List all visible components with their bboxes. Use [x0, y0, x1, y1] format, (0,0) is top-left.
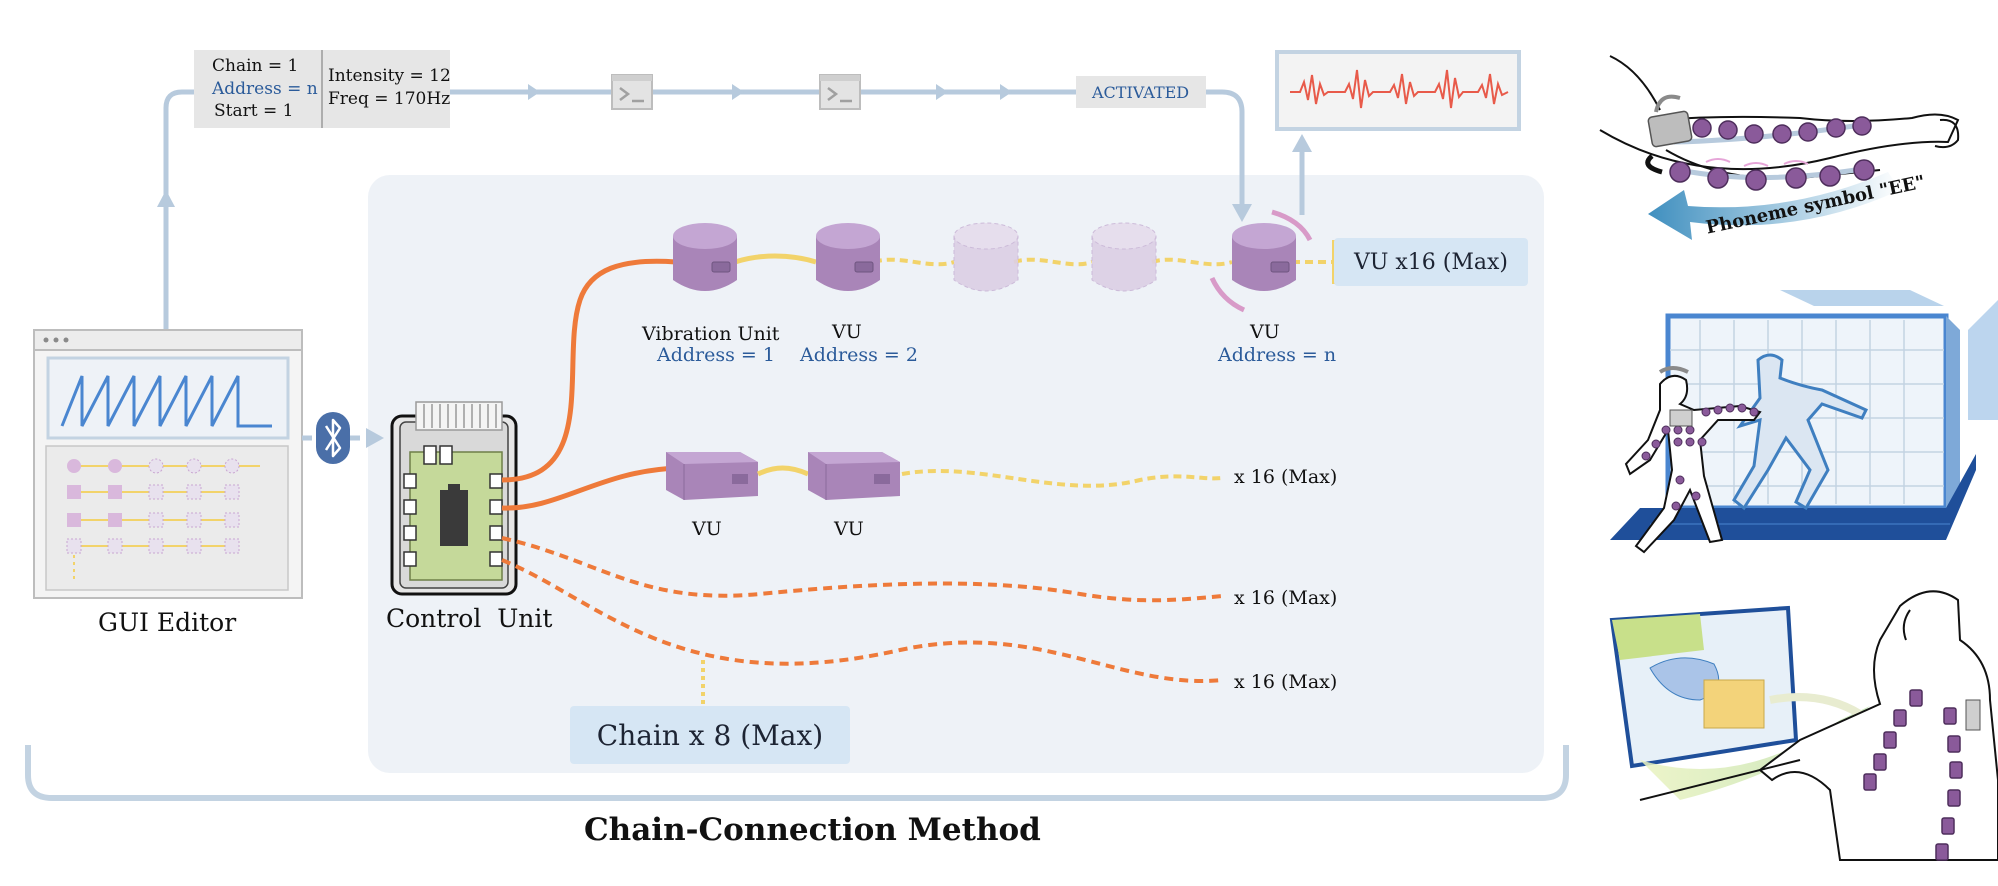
vu-2-address: Address = 2	[800, 344, 918, 366]
chain-2-count: x 16 (Max)	[1234, 466, 1338, 488]
bottom-bracket	[25, 745, 1569, 801]
vu-row2-1-label: VU	[692, 518, 722, 540]
chain-1-wire	[501, 258, 677, 483]
waveform-icon	[1275, 50, 1521, 131]
chain-4-count: x 16 (Max)	[1234, 671, 1338, 693]
vu-box	[666, 452, 758, 500]
vu-2-title: VU	[832, 321, 862, 343]
activated-label: ACTIVATED	[1092, 83, 1190, 102]
vu-puck-ghost	[953, 222, 1019, 292]
control-unit-label: Control Unit	[386, 604, 553, 633]
packet-chain: Chain = 1	[212, 56, 299, 76]
vu-n-address: Address = n	[1218, 344, 1337, 366]
vu-box	[808, 452, 900, 500]
vu-1-title: Vibration Unit	[642, 323, 780, 345]
packet-address: Address = n	[212, 79, 318, 99]
packet-start: Start = 1	[214, 101, 294, 121]
vu-row2-2-label: VU	[834, 518, 864, 540]
flow-arrow-up	[157, 190, 175, 207]
flow-line-top	[163, 89, 1245, 345]
arm-illustration	[1599, 55, 1960, 240]
vu-1-address: Address = 1	[657, 344, 775, 366]
gui-editor-window	[33, 329, 303, 599]
chain-3-count: x 16 (Max)	[1234, 587, 1338, 609]
chain-2-wire	[501, 465, 681, 511]
chain-4-wire	[501, 558, 1223, 683]
chain-max-tag: Chain x 8 (Max)	[570, 706, 850, 764]
terminal-icon	[611, 74, 653, 110]
vr-illustration	[1609, 590, 1998, 861]
bluetooth-icon	[316, 412, 350, 464]
vu-max-tag: VU x16 (Max)	[1334, 238, 1528, 286]
gui-editor-label: GUI Editor	[98, 608, 237, 637]
flow-chevrons	[528, 84, 1012, 100]
vu-n-title: VU	[1250, 321, 1280, 343]
dance-illustration	[1610, 290, 1998, 554]
terminal-icon	[819, 74, 861, 110]
flow-arrow-down	[1232, 204, 1252, 222]
system-panel	[368, 175, 1544, 773]
packet-intensity: Intensity = 12	[328, 66, 451, 86]
vu-puck-ghost	[1091, 222, 1157, 292]
activated-box	[1076, 76, 1206, 108]
main-title: Chain-Connection Method	[584, 812, 1041, 848]
packet-freq: Freq = 170Hz	[328, 89, 451, 109]
control-unit	[390, 401, 518, 596]
vu-puck	[816, 223, 880, 291]
vu-puck-active	[1209, 209, 1313, 313]
vu-puck	[673, 223, 737, 291]
